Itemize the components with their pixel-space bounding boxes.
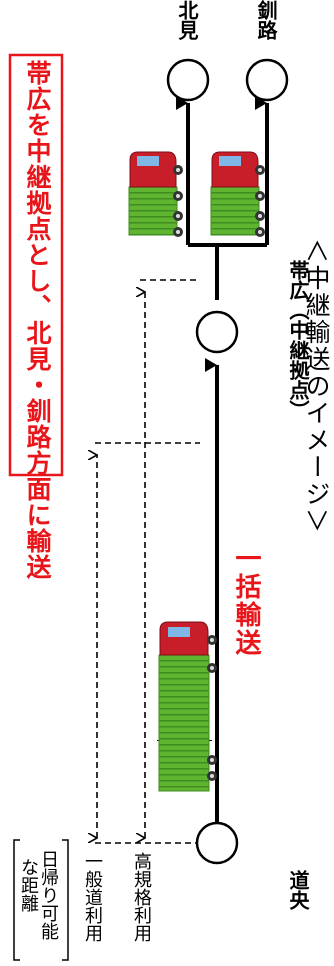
truck-icon-kushiro [210, 151, 265, 237]
truck-icon-bulk [157, 621, 217, 792]
distance-guides [95, 279, 200, 844]
diagram-caption: ＜中継輸送のイメージ＞ [302, 238, 331, 536]
segment-label-bulk: 一括輸送 [231, 545, 261, 657]
node-kushiro [245, 58, 289, 102]
legend-title-2: な距離 [18, 858, 39, 912]
node-label-relay: 帯広（中継拠点） [286, 260, 310, 420]
node-label-kushiro: 釧路 [254, 0, 278, 40]
legend-expressway: 高規格利用 [131, 852, 152, 942]
legend-title-1: 日帰り可能 [38, 850, 59, 940]
route-nodes [166, 58, 289, 865]
range-arrows [97, 292, 145, 838]
legend-general-road: 一般道利用 [82, 852, 103, 942]
node-kitami [166, 58, 210, 102]
legend-bracket-right [62, 839, 69, 961]
truck-icon-kitami [128, 151, 183, 237]
route-lines [176, 96, 269, 822]
legend-bracket-left [13, 839, 20, 961]
headline-text: 帯広を中継拠点とし、北見・釧路方面に輸送 [23, 60, 52, 580]
node-relay [195, 310, 239, 354]
node-label-kitami: 北見 [175, 0, 199, 40]
headline-box [8, 53, 64, 477]
node-origin [195, 821, 239, 865]
node-label-origin: 道央 [286, 870, 310, 910]
